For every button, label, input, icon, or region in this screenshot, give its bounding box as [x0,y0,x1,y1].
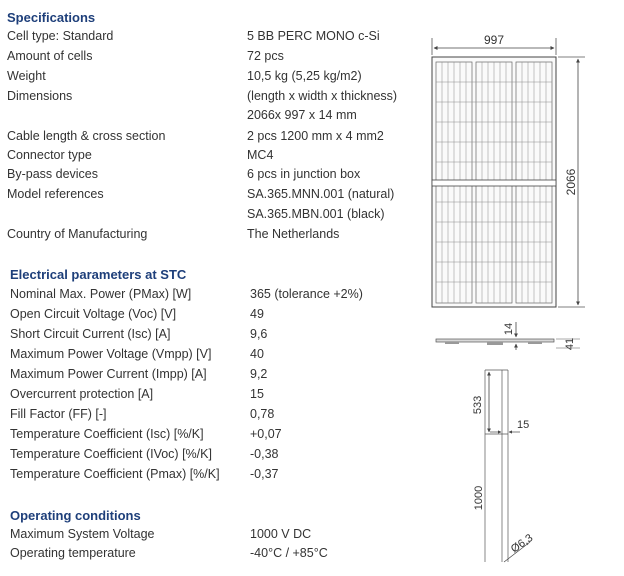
operating-label: Operating temperature [10,546,136,560]
spec-row: SA.365.MBN.001 (black) [0,207,400,227]
electrical-value: -0,37 [250,467,279,481]
electrical-row: Short Circuit Current (Isc) [A] 9,6 [0,327,400,347]
solar-panel-front [431,56,557,308]
spec-row: By-pass devices 6 pcs in junction box [0,167,400,187]
operating-heading: Operating conditions [10,508,141,523]
electrical-row: Fill Factor (FF) [-] 0,78 [0,407,400,427]
profile-label: 41 [564,338,576,350]
spec-row: Country of Manufacturing The Netherlands [0,227,400,247]
electrical-label: Maximum Power Current (Impp) [A] [10,367,207,381]
cell-grid [436,62,552,303]
spec-value: 2066x 997 x 14 mm [247,108,357,122]
electrical-label: Temperature Coefficient (Pmax) [%/K] [10,467,220,481]
spec-value: 2 pcs 1200 mm x 4 mm2 [247,129,384,143]
electrical-heading: Electrical parameters at STC [10,267,187,282]
length-dimension: 2066 [558,56,585,308]
electrical-value: 365 (tolerance +2%) [250,287,363,301]
diameter-label: Ø6,3 [509,532,535,556]
spec-row: Amount of cells 72 pcs [0,49,400,69]
electrical-label: Open Circuit Voltage (Voc) [V] [10,307,177,321]
electrical-row: Maximum Power Current (Impp) [A] 9,2 [0,367,400,387]
cable-gap-label: 15 [517,419,529,431]
electrical-value: 9,2 [250,367,268,381]
spec-label: Dimensions [7,89,73,103]
operating-value: 1000 V DC [250,527,312,541]
electrical-value: 49 [250,307,264,321]
spec-value: 5 BB PERC MONO c-Si [247,29,380,43]
electrical-row: Nominal Max. Power (PMax) [W] 365 (tolera… [0,287,400,307]
panel-side-profile: 14 41 [435,322,580,350]
spec-value: 6 pcs in junction box [247,167,361,181]
spec-row: 2066x 997 x 14 mm [0,108,400,128]
electrical-label: Short Circuit Current (Isc) [A] [10,327,171,341]
spec-row: Weight 10,5 kg (5,25 kg/m2) [0,69,400,89]
spec-row: Connector type MC4 [0,148,400,168]
spec-value: SA.365.MBN.001 (black) [247,207,385,221]
cable-top-label: 533 [472,396,484,414]
electrical-row: Temperature Coefficient (IVoc) [%/K] -0,3… [0,447,400,467]
spec-label: Cell type: Standard [7,29,114,43]
thickness-label: 14 [503,323,515,335]
spec-row: Dimensions (length x width x thickness) [0,89,400,109]
width-dimension: 997 [431,33,557,55]
operating-value: -40°C / +85°C [250,546,328,560]
electrical-value: 0,78 [250,407,275,421]
electrical-value: 40 [250,347,264,361]
electrical-label: Nominal Max. Power (PMax) [W] [10,287,192,301]
cable-drawing: 533 15 1000 Ø6,3 [472,369,535,563]
spec-row: Model references SA.365.MNN.001 (natural) [0,187,400,207]
specifications-heading: Specifications [7,10,96,25]
spec-label: Connector type [7,148,92,162]
spec-label: Cable length & cross section [7,129,166,143]
spec-label: Weight [7,69,46,83]
spec-row: Cell type: Standard 5 BB PERC MONO c-Si [0,29,400,49]
electrical-label: Maximum Power Voltage (Vmpp) [V] [10,347,212,361]
cable-length-label: 1000 [473,486,485,510]
electrical-label: Temperature Coefficient (IVoc) [%/K] [10,447,212,461]
electrical-value: -0,38 [250,447,279,461]
spec-label: Country of Manufacturing [7,227,148,241]
spec-row: Cable length & cross section 2 pcs 1200 m… [0,129,400,149]
spec-value: SA.365.MNN.001 (natural) [247,187,395,201]
width-label: 997 [484,33,504,47]
electrical-label: Fill Factor (FF) [-] [10,407,107,421]
length-label: 2066 [564,168,578,195]
spec-label: Model references [7,187,104,201]
spec-value: MC4 [247,148,274,162]
spec-value: 72 pcs [247,49,284,63]
electrical-row: Temperature Coefficient (Pmax) [%/K] -0,3… [0,467,400,487]
spec-value: The Netherlands [247,227,340,241]
operating-label: Maximum System Voltage [10,527,155,541]
spec-value: 10,5 kg (5,25 kg/m2) [247,69,362,83]
electrical-label: Overcurrent protection [A] [10,387,154,401]
spec-value: (length x width x thickness) [247,89,398,103]
operating-row: Maximum System Voltage 1000 V DC [0,527,400,547]
electrical-label: Temperature Coefficient (Isc) [%/K] [10,427,204,441]
spec-label: By-pass devices [7,167,99,181]
electrical-row: Open Circuit Voltage (Voc) [V] 49 [0,307,400,327]
electrical-value: 9,6 [250,327,268,341]
electrical-row: Maximum Power Voltage (Vmpp) [V] 40 [0,347,400,367]
electrical-row: Temperature Coefficient (Isc) [%/K] +0,07 [0,427,400,447]
operating-row: Operating temperature -40°C / +85°C [0,546,400,566]
electrical-value: 15 [250,387,264,401]
electrical-value: +0,07 [250,427,282,441]
spec-label: Amount of cells [7,49,93,63]
electrical-row: Overcurrent protection [A] 15 [0,387,400,407]
